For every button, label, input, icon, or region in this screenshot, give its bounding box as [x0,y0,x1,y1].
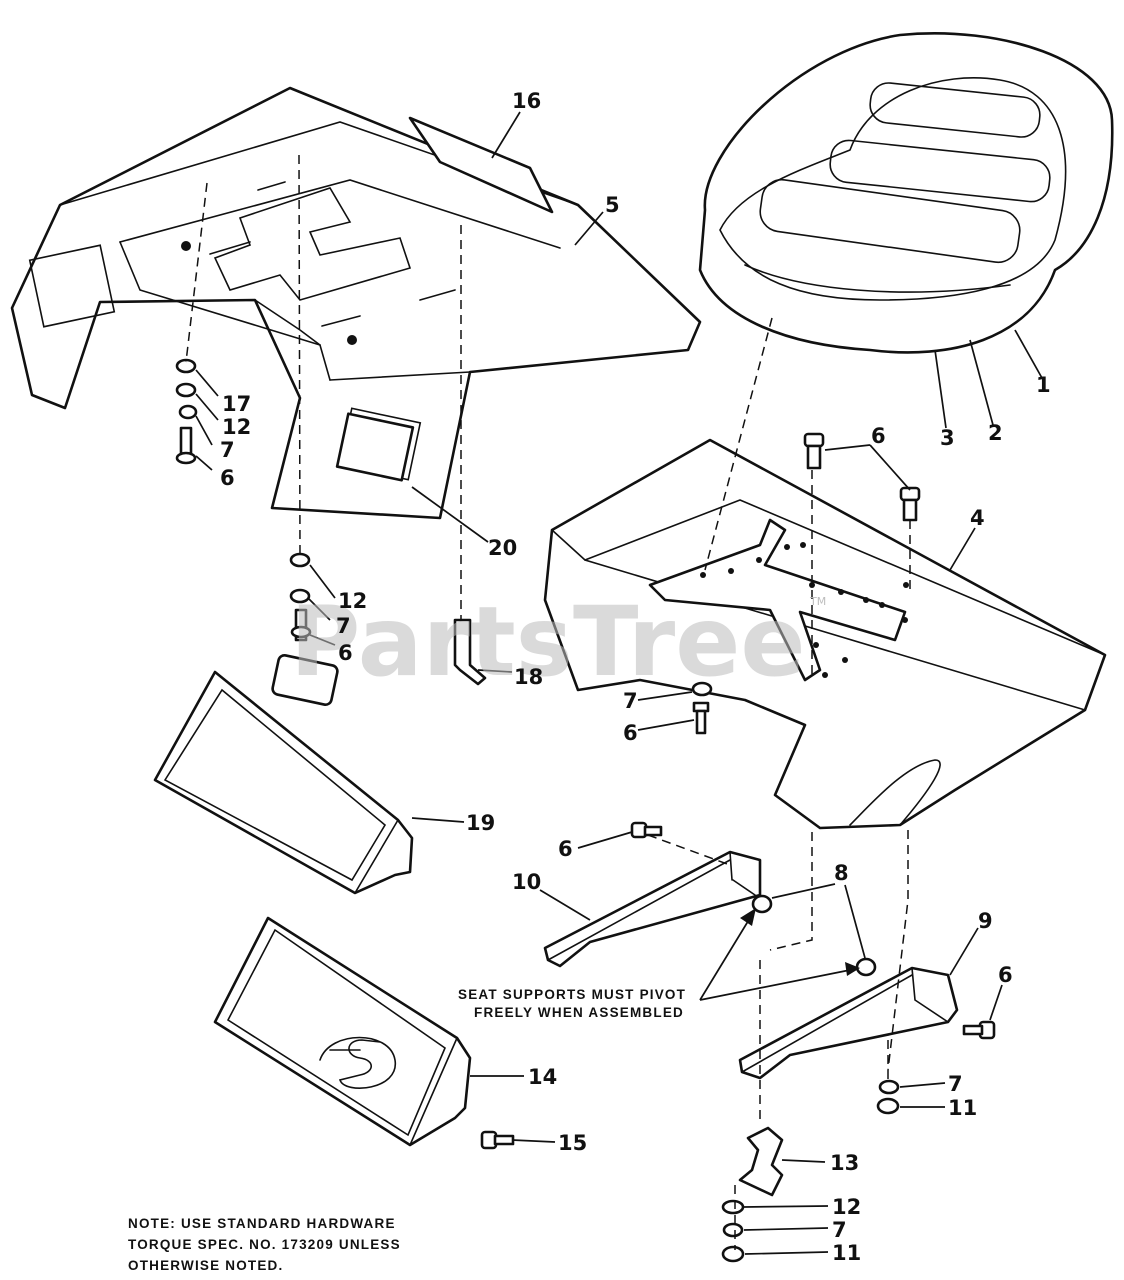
assembly-lines [185,154,911,1250]
callout-8[interactable]: 8 [834,861,849,885]
leader-lines [195,111,1043,1255]
footer-note-line-2: TORQUE SPEC. NO. 173209 UNLESS [128,1237,401,1252]
callout-20[interactable]: 20 [488,536,517,560]
seat-support-part-10[interactable] [543,850,762,968]
watermark: PartsTree [290,586,805,698]
callout-12-bottom[interactable]: 12 [832,1195,861,1219]
panel-part-14[interactable] [213,916,472,1147]
callout-13[interactable]: 13 [830,1151,859,1175]
hardware-note: NOTE: USE STANDARD HARDWARE TORQUE SPEC.… [128,1216,401,1273]
callout-7-middle[interactable]: 7 [336,614,351,638]
pivot-arrows [699,908,860,1001]
bracket-part-13[interactable] [738,1126,784,1197]
seat-note-line-2: FREELY WHEN ASSEMBLED [474,1005,684,1020]
callout-6-right[interactable]: 6 [998,963,1013,987]
callout-9[interactable]: 9 [978,909,993,933]
callout-18[interactable]: 18 [514,665,543,689]
callout-5[interactable]: 5 [605,193,620,217]
callout-6-seat[interactable]: 6 [871,424,886,448]
hardware-group [175,358,996,1263]
watermark-trademark: TM [809,595,826,608]
callout-6-support[interactable]: 6 [558,837,573,861]
callout-3[interactable]: 3 [940,426,955,450]
callout-19[interactable]: 19 [466,811,495,835]
callout-6-middle[interactable]: 6 [338,641,353,665]
seat-support-part-9[interactable] [738,966,959,1080]
callout-12-left[interactable]: 12 [222,415,251,439]
decal-part-20[interactable] [335,412,415,482]
callout-4[interactable]: 4 [970,506,985,530]
footer-note-line-1: NOTE: USE STANDARD HARDWARE [128,1216,396,1231]
callout-16[interactable]: 16 [512,89,541,113]
callout-7-left[interactable]: 7 [220,438,235,462]
seat-support-note: SEAT SUPPORTS MUST PIVOT FREELY WHEN ASS… [458,987,686,1020]
panel-part-19[interactable] [153,654,414,895]
callout-11-bottom[interactable]: 11 [832,1241,861,1265]
seat-part-1[interactable] [698,32,1114,354]
decal-part-16[interactable] [408,116,554,214]
callout-7-pan[interactable]: 7 [623,689,638,713]
callout-1[interactable]: 1 [1036,373,1051,397]
callout-11-right[interactable]: 11 [948,1096,977,1120]
callout-6-pan[interactable]: 6 [623,721,638,745]
callout-6-left[interactable]: 6 [220,466,235,490]
callout-15[interactable]: 15 [558,1131,587,1155]
callout-7-bottom[interactable]: 7 [832,1218,847,1242]
callout-14[interactable]: 14 [528,1065,557,1089]
callout-12-middle[interactable]: 12 [338,589,367,613]
callout-numbers: 1 2 3 4 5 16 6 17 12 7 6 20 12 7 6 18 7 … [220,89,1051,1265]
footer-note-line-3: OTHERWISE NOTED. [128,1258,283,1273]
callout-2[interactable]: 2 [988,421,1003,445]
callout-7-right[interactable]: 7 [948,1072,963,1096]
seat-note-line-1: SEAT SUPPORTS MUST PIVOT [458,987,686,1002]
callout-17[interactable]: 17 [222,392,251,416]
callout-10[interactable]: 10 [512,870,541,894]
seat-pan-part-4[interactable] [543,438,1107,830]
